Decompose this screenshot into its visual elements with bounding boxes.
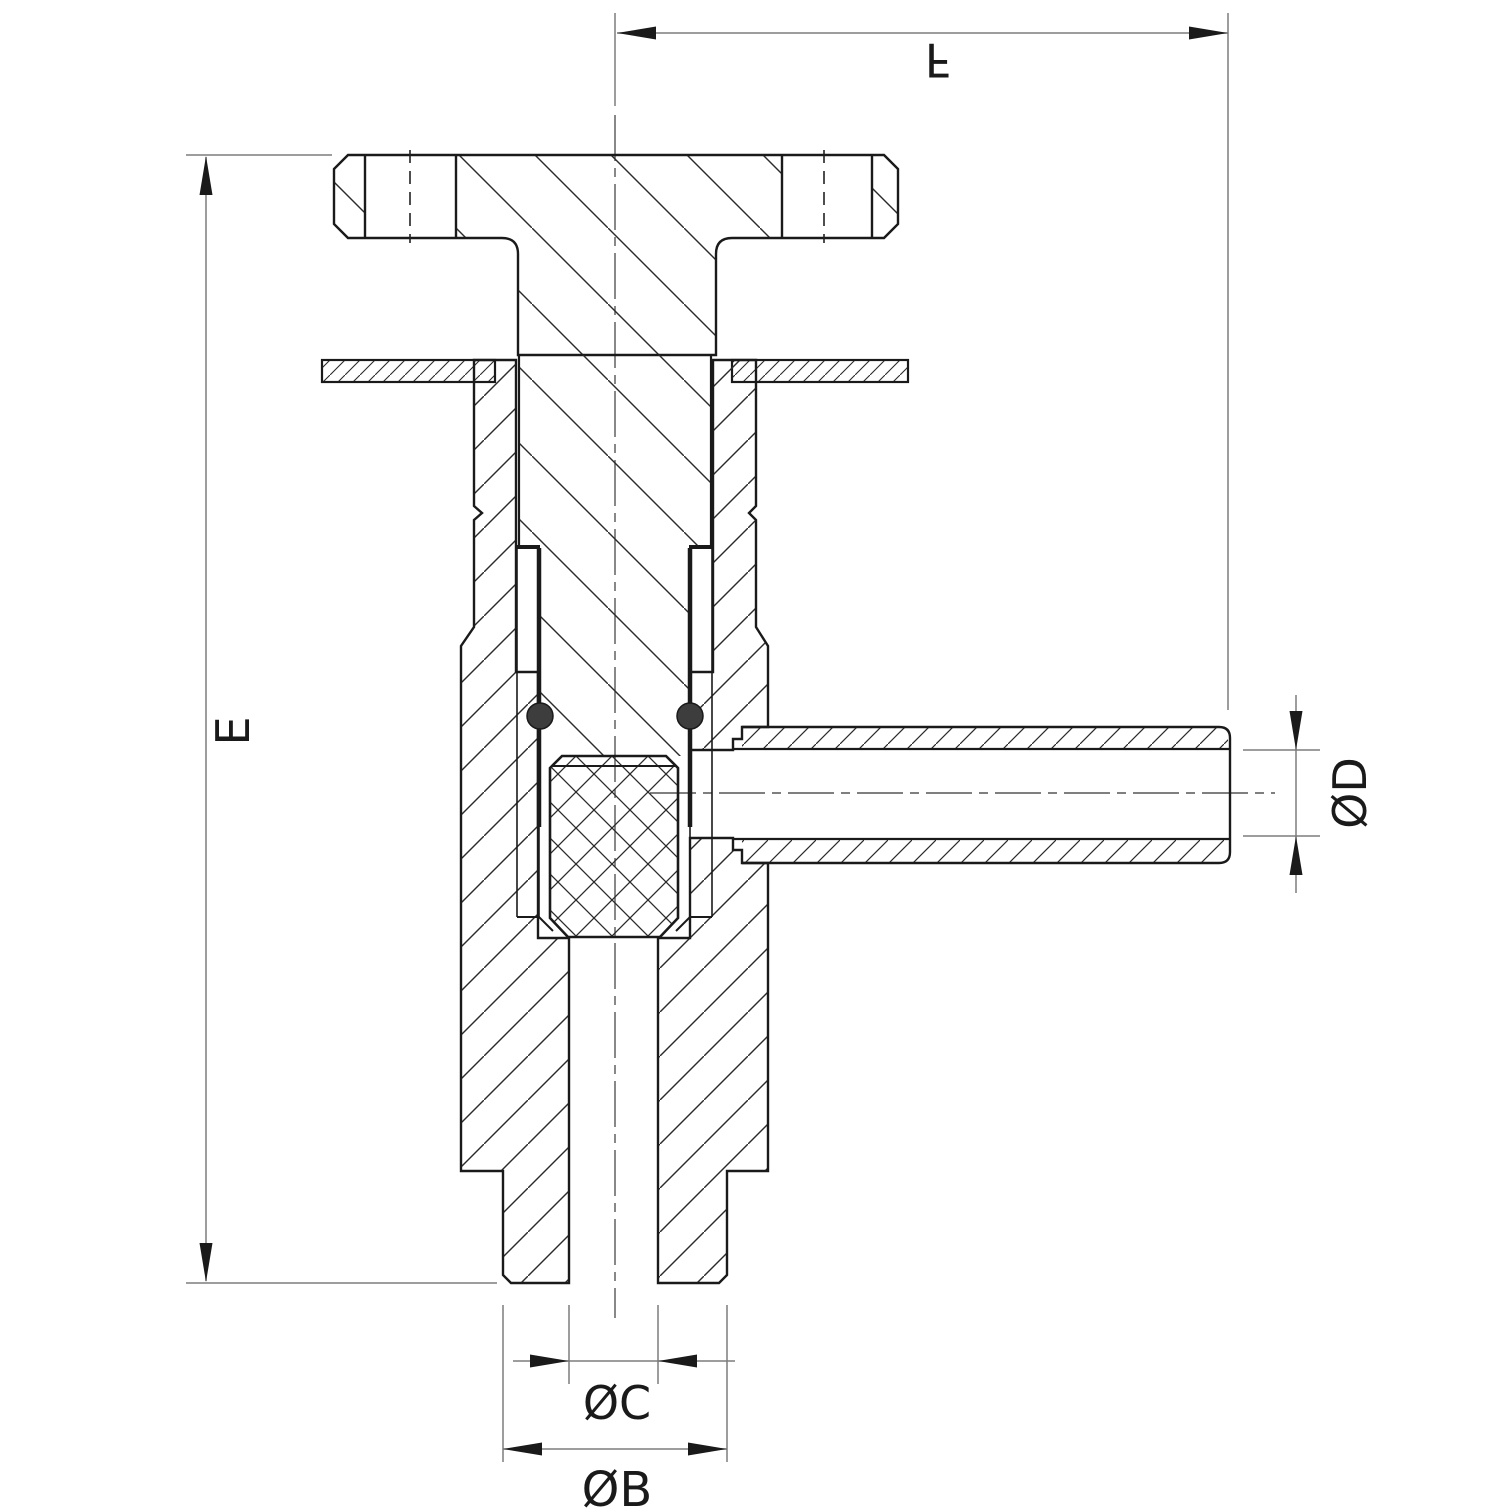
- arrow-up: [199, 156, 213, 195]
- dimension-port-inner-diameter: ØD: [1243, 695, 1377, 893]
- tube-entry-steps: [732, 727, 743, 863]
- arrow-left-in: [658, 1354, 697, 1368]
- dimension-label-top-width: F: [925, 33, 951, 87]
- dimension-bore-diameter: ØC: [513, 1305, 735, 1430]
- arrow-right-in: [530, 1354, 569, 1368]
- flange-outline: [332, 153, 900, 357]
- right-o-ring: [676, 702, 704, 730]
- right-sleeve-chamfer: [675, 916, 712, 932]
- tube-outer-outline: [742, 725, 1232, 865]
- extension-lines: [614, 13, 1229, 710]
- dimension-label-port-inner-diameter: ØD: [1323, 757, 1377, 829]
- dimension-label-stem-outer-diameter: ØB: [582, 1462, 653, 1512]
- o-rings: [526, 702, 704, 730]
- arrow-down: [1289, 711, 1303, 750]
- extension-lines: [568, 1305, 659, 1384]
- arrow-up: [1289, 836, 1303, 875]
- extension-ticks: [186, 154, 497, 1284]
- stem-column: [517, 355, 713, 756]
- stem-hatch: [519, 355, 711, 756]
- right-plate: [730, 358, 910, 384]
- dimension-stem-outer-diameter: ØB: [502, 1305, 728, 1512]
- tube-wall-bottom-hatch: [742, 840, 1228, 862]
- left-plate: [320, 358, 497, 384]
- left-sleeve-wall: [516, 547, 540, 917]
- side-tube: [732, 725, 1232, 865]
- arrow-down: [199, 1243, 213, 1282]
- centerlines: [614, 115, 1275, 1318]
- dimension-label-overall-height: E: [206, 716, 260, 745]
- tube-wall-top-hatch: [742, 728, 1228, 748]
- seal-block: [548, 754, 680, 939]
- seal-outline: [548, 754, 680, 939]
- left-o-ring: [526, 702, 554, 730]
- dimension-top-width: F: [614, 13, 1229, 710]
- extension-ticks: [1243, 749, 1320, 837]
- side-plates: [320, 358, 910, 384]
- extension-lines: [502, 1305, 728, 1462]
- arrow-right-out: [688, 1442, 727, 1456]
- stem-walls: [517, 355, 713, 547]
- left-sleeve-chamfer: [517, 916, 554, 932]
- dimension-label-bore-diameter: ØC: [583, 1376, 651, 1430]
- tube-bore-lines: [733, 747, 1230, 841]
- flange-and-neck: [332, 150, 900, 357]
- arrow-left-out: [503, 1442, 542, 1456]
- right-sleeve-wall: [689, 547, 713, 917]
- seat-sleeves: [516, 545, 713, 932]
- dimension-overall-height: E: [186, 154, 497, 1284]
- body-left: [459, 358, 571, 1285]
- arrow-right: [1189, 26, 1228, 40]
- arrow-left: [617, 26, 656, 40]
